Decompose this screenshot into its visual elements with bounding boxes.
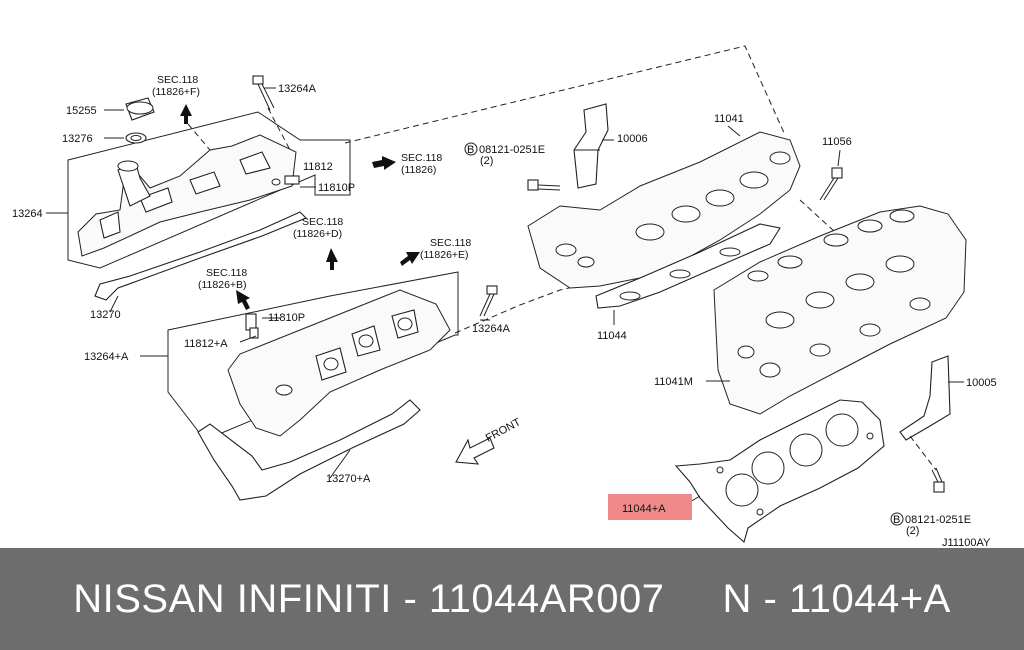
gasket-13270 [94,211,307,301]
label-bolt-bottom-qty: (2) [906,525,919,537]
front-arrow: FRONT [455,416,523,465]
label-sec118-e: SEC.118 [430,237,471,249]
label-11812: 11812 [303,161,333,173]
arrow-sec118-e [400,252,420,266]
label-11041m: 11041M [654,376,693,388]
label-10005: 10005 [966,377,997,389]
diagram-code: J11100AY [942,537,991,548]
footer-banner: NISSAN INFINITI - 11044AR007 N - 11044+A [0,548,1024,650]
dashed-guide-top [344,45,786,144]
label-11056: 11056 [822,136,852,148]
pcv-valve-top [271,175,300,186]
rocker-cover-right [167,271,459,441]
bolt-11056 [819,167,843,201]
label-11810p-mid: 11810P [268,312,305,324]
arrow-sec118-right [372,156,396,170]
label-sec118-d: SEC.118 [302,216,343,228]
label-13264: 13264 [12,208,43,220]
label-sec118-right-ref: (11826) [401,164,436,176]
label-11044: 11044 [597,330,627,342]
label-13270a: 13270+A [326,473,371,485]
bolt-13264a-top [252,75,275,111]
gasket-11044 [595,223,781,309]
label-13270: 13270 [90,309,121,321]
bolt-mark-top [464,142,478,156]
oil-filler-cap [125,97,155,121]
bolt-13264a-mid [479,285,498,317]
bolt-mark-top-letter: B [467,144,474,156]
intake-manifold [527,131,801,289]
bolt-08121-bottom [909,435,945,493]
label-11044a: 11044+A [622,503,666,515]
label-13264plusA: 13264+A [84,351,129,363]
label-11812a: 11812+A [184,338,228,350]
bolt-08121-top [527,179,561,191]
highlight-box [608,494,692,520]
label-sec118-e-ref: (11826+E) [420,249,469,261]
arrow-sec118-f [180,104,192,124]
footer-callout: N - 11044+A [722,576,951,621]
label-sec118-f-ref: (11826+F) [152,86,200,98]
arrow-sec118-d [326,248,338,270]
label-bolt-top-qty: (2) [480,155,493,167]
bracket-10006 [573,103,609,189]
bolt-mark-bottom [890,512,904,526]
arrow-sec118-b [236,290,250,310]
label-15255: 15255 [66,105,97,117]
gasket-13270a [197,399,421,501]
label-bolt-top: 08121-0251E [479,144,545,156]
bolt-mark-bottom-letter: B [893,514,900,526]
footer-part-ref: NISSAN INFINITI - 11044AR007 [73,576,665,621]
label-bolt-bottom: 08121-0251E [905,514,971,526]
label-13264a-mid: 13264A [472,323,511,335]
label-sec118-d-ref: (11826+D) [293,228,342,240]
label-sec118-b-ref: (11826+B) [198,279,247,291]
head-gasket-11044a [674,399,885,543]
pcv-valve-mid [245,313,259,339]
rocker-cover-left [67,111,351,269]
label-sec118-f: SEC.118 [157,74,198,86]
label-10006: 10006 [617,133,648,145]
label-13276: 13276 [62,133,93,145]
dashed-guide-right [799,199,836,233]
label-sec118-b: SEC.118 [206,267,247,279]
front-label: FRONT [484,416,523,445]
label-sec118-right: SEC.118 [401,152,442,164]
cylinder-head [713,205,967,415]
label-11041: 11041 [714,113,744,125]
parts-diagram: FRONT [12,45,997,548]
label-13264a-top: 13264A [278,83,317,95]
label-11810p-top: 11810P [318,182,355,194]
bracket-10005 [899,355,951,441]
